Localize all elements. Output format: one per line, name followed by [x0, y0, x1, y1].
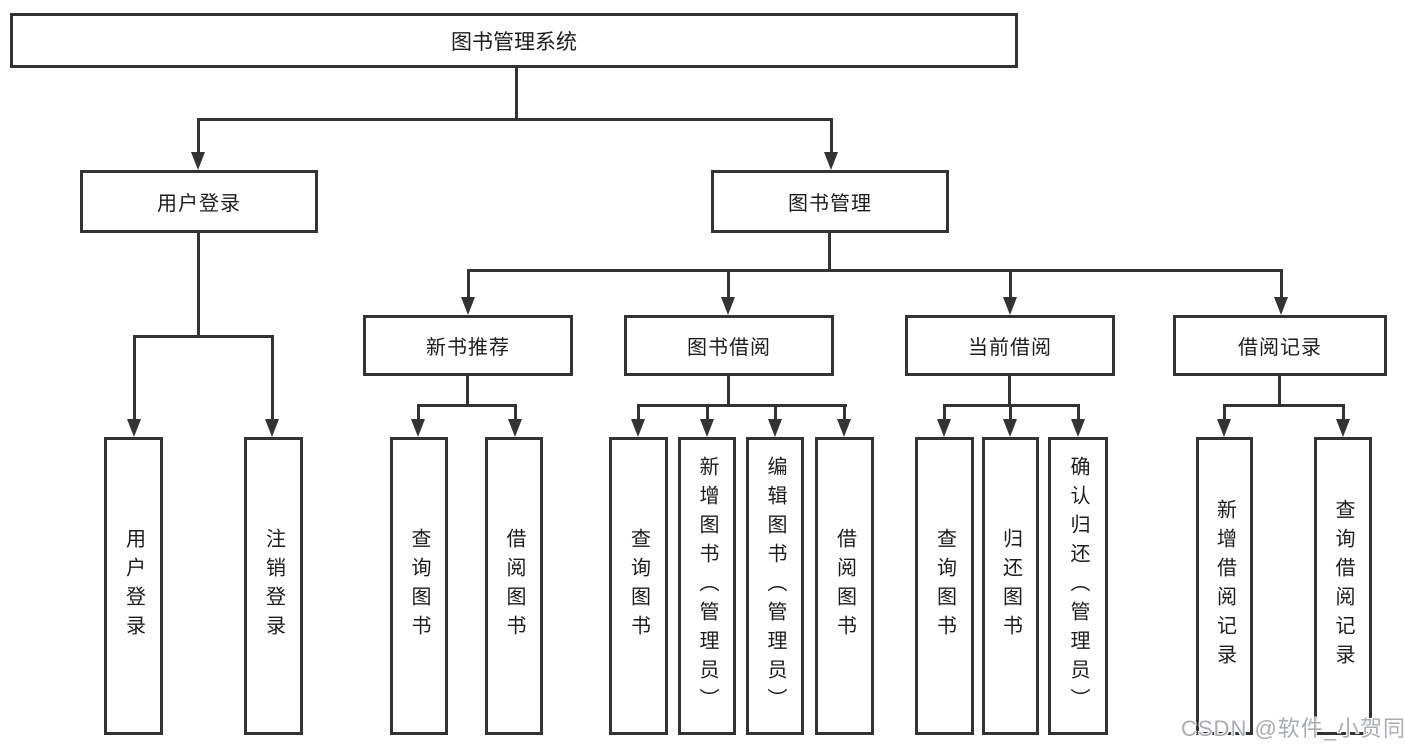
arrowhead-down-icon [127, 419, 141, 437]
connector-bookmgmt-stem [828, 233, 831, 272]
connector-shaft [467, 269, 470, 299]
connector-shaft [197, 118, 200, 154]
node-root: 图书管理系统 [10, 13, 1018, 68]
connector-shaft [417, 404, 420, 421]
node-borrow-record: 借阅记录 [1173, 315, 1387, 376]
connector-shaft [271, 335, 274, 421]
arrowhead-down-icon [631, 419, 645, 437]
connector-shaft [1077, 404, 1080, 421]
leaf-add-book-admin: 新增图书（管理员） [678, 437, 736, 735]
leaf-query-books-borrow: 查询图书 [609, 437, 668, 735]
connector-bookmgmt-bar [467, 269, 1283, 272]
arrowhead-down-icon [824, 152, 838, 170]
leaf-edit-book-admin: 编辑图书（管理员） [746, 437, 804, 735]
arrowhead-down-icon [837, 419, 851, 437]
leaf-label: 查询图书 [933, 528, 956, 644]
leaf-confirm-return-admin: 确认归还（管理员） [1048, 437, 1108, 735]
leaf-label: 归还图书 [999, 528, 1022, 644]
node-label: 图书借阅 [687, 337, 771, 359]
connector-shaft [514, 404, 517, 421]
arrowhead-down-icon [1274, 297, 1288, 315]
connector-shaft [1223, 404, 1226, 421]
arrowhead-down-icon [1003, 297, 1017, 315]
arrowhead-down-icon [768, 419, 782, 437]
connector-shaft [943, 404, 946, 421]
arrowhead-down-icon [1336, 419, 1350, 437]
leaf-label: 编辑图书（管理员） [764, 455, 786, 717]
connector-shaft [774, 404, 777, 421]
leaf-label: 查询借阅记录 [1332, 499, 1354, 673]
arrowhead-down-icon [700, 419, 714, 437]
arrowhead-down-icon [937, 419, 951, 437]
connector-shaft [1009, 404, 1012, 421]
node-new-book-rec: 新书推荐 [363, 315, 573, 376]
leaf-label: 用户登录 [122, 528, 145, 644]
node-label: 当前借阅 [968, 337, 1052, 359]
node-label: 用户登录 [157, 193, 241, 215]
leaf-query-books-newbook: 查询图书 [390, 437, 448, 735]
node-book-borrow: 图书借阅 [624, 315, 834, 376]
leaf-query-borrow-record: 查询借阅记录 [1314, 437, 1372, 735]
arrowhead-down-icon [1071, 419, 1085, 437]
leaf-borrow-books-newbook: 借阅图书 [485, 437, 543, 735]
node-user-login: 用户登录 [80, 170, 318, 233]
arrowhead-down-icon [721, 297, 735, 315]
connector-bookborrow-stem [727, 376, 730, 407]
connector-shaft [133, 335, 136, 421]
connector-root-stem [515, 68, 518, 121]
arrowhead-down-icon [191, 152, 205, 170]
connector-shaft [843, 404, 846, 421]
node-label: 借阅记录 [1238, 337, 1322, 359]
csdn-watermark: CSDN @软件_小贺同学 [1181, 716, 1405, 741]
node-label: 新书推荐 [426, 337, 510, 359]
arrowhead-down-icon [1003, 419, 1017, 437]
arrowhead-down-icon [461, 297, 475, 315]
connector-newbook-stem [466, 376, 469, 407]
connector-shaft [830, 118, 833, 154]
connector-shaft [1342, 404, 1345, 421]
node-current-borrow: 当前借阅 [905, 315, 1115, 376]
leaf-label: 查询图书 [408, 528, 430, 644]
connector-currentborrow-stem [1008, 376, 1011, 407]
arrowhead-down-icon [411, 419, 425, 437]
node-label: 图书管理 [788, 193, 872, 215]
connector-shaft [1280, 269, 1283, 299]
connector-newbook-bar [417, 404, 517, 407]
leaf-user-login: 用户登录 [104, 437, 163, 735]
leaf-label: 借阅图书 [833, 528, 856, 644]
connector-userlogin-bar [133, 335, 274, 338]
leaf-label: 新增图书（管理员） [696, 455, 718, 717]
connector-shaft [727, 269, 730, 299]
arrowhead-down-icon [508, 419, 522, 437]
leaf-logout: 注销登录 [244, 437, 303, 735]
connector-bookborrow-bar [637, 404, 847, 407]
connector-shaft [637, 404, 640, 421]
leaf-label: 查询图书 [627, 528, 650, 644]
leaf-label: 借阅图书 [503, 528, 525, 644]
connector-borrowrecord-bar [1223, 404, 1345, 407]
leaf-add-borrow-record: 新增借阅记录 [1196, 437, 1253, 735]
connector-shaft [1009, 269, 1012, 299]
node-book-mgmt: 图书管理 [711, 170, 949, 233]
leaf-label: 新增借阅记录 [1213, 499, 1236, 673]
node-label: 图书管理系统 [451, 30, 577, 54]
leaf-label: 确认归还（管理员） [1067, 455, 1089, 717]
leaf-borrow-books-borrow: 借阅图书 [815, 437, 874, 735]
leaf-return-book: 归还图书 [982, 437, 1039, 735]
connector-userlogin-stem [197, 233, 200, 338]
arrowhead-down-icon [265, 419, 279, 437]
arrowhead-down-icon [1217, 419, 1231, 437]
leaf-label: 注销登录 [262, 528, 285, 644]
connector-root-bar [197, 118, 833, 121]
connector-borrowrecord-stem [1278, 376, 1281, 407]
connector-shaft [706, 404, 709, 421]
leaf-query-books-current: 查询图书 [915, 437, 974, 735]
